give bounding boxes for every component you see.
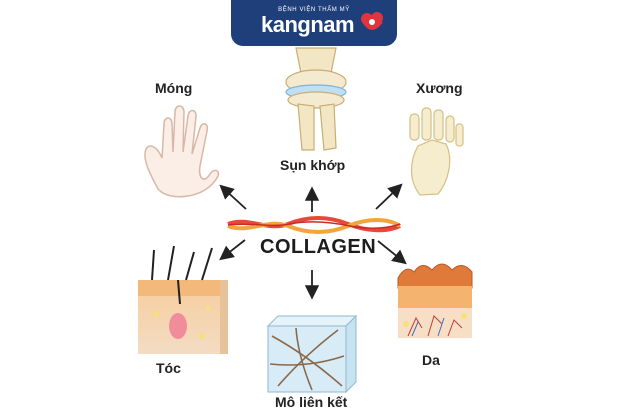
brand-banner: BỆNH VIỆN THẨM MỸ kangnam xyxy=(231,0,397,46)
brand-tagline: BỆNH VIỆN THẨM MỸ xyxy=(278,7,350,13)
skin-layer-icon xyxy=(397,263,473,338)
knee-joint-icon xyxy=(285,47,347,151)
connective-tissue-icon xyxy=(266,314,358,394)
hand-icon xyxy=(144,105,220,198)
foot-bone-icon xyxy=(409,107,464,196)
label-da: Da xyxy=(422,352,440,368)
brand-name: kangnam xyxy=(261,12,355,37)
collagen-fiber-icon xyxy=(227,216,402,234)
label-xuong: Xương xyxy=(416,80,463,96)
arrow-to-da xyxy=(377,240,407,265)
label-sun-khop: Sụn khớp xyxy=(280,157,346,173)
label-mong: Móng xyxy=(155,80,193,96)
heart-flower-icon xyxy=(361,12,383,30)
label-mo-lien-ket: Mô liên kết xyxy=(275,394,348,410)
hair-follicle-icon xyxy=(138,245,228,354)
arrows xyxy=(219,183,407,300)
collagen-label: COLLAGEN xyxy=(260,236,377,258)
arrow-to-xuong xyxy=(375,183,403,210)
arrow-to-mong xyxy=(219,184,247,210)
label-toc: Tóc xyxy=(156,360,181,376)
arrow-to-toc xyxy=(219,239,246,261)
